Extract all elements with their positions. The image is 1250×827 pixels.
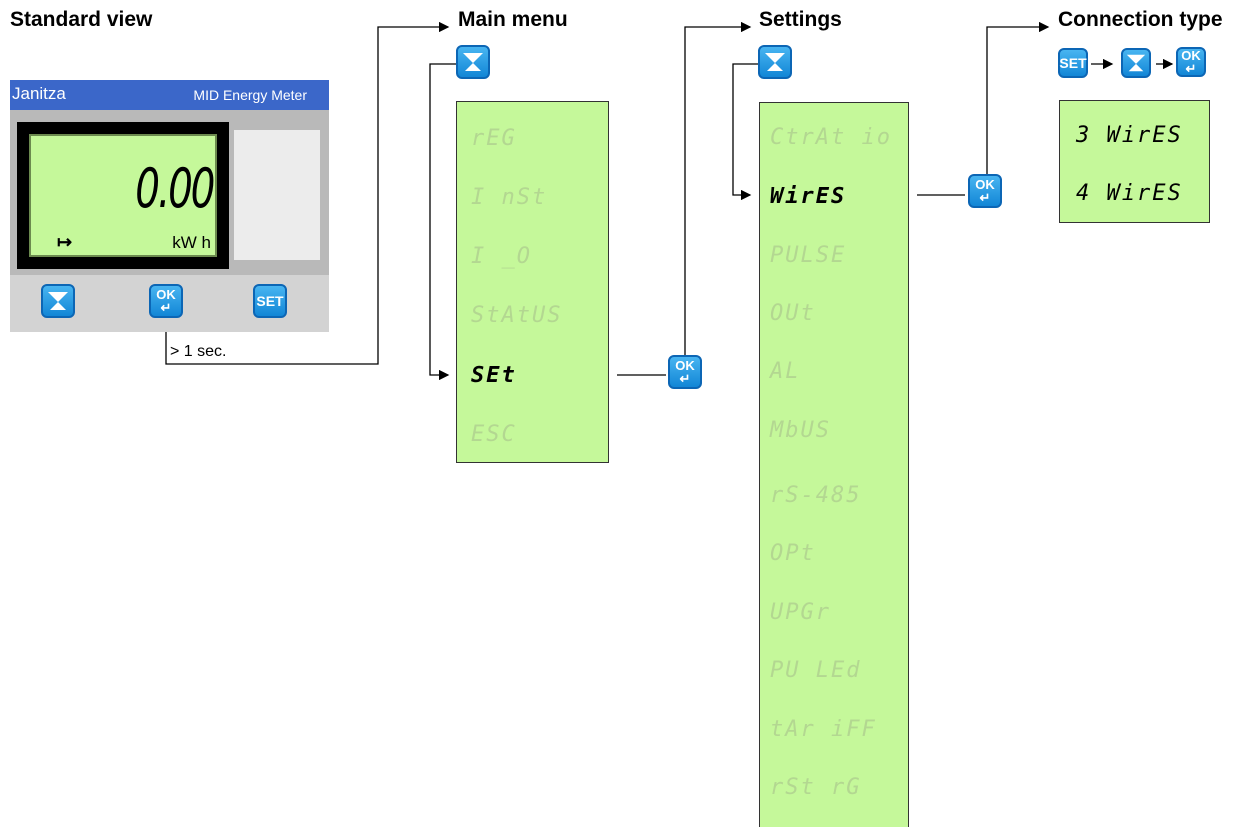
settings-down-button[interactable]	[758, 45, 792, 79]
main-menu-item-reg[interactable]: rEG	[471, 126, 517, 151]
main-menu-panel: rEG I nSt I _O StAtUS SEt ESC	[456, 101, 609, 463]
main-menu-ok-button[interactable]: OK ↵	[668, 355, 702, 389]
settings-item-rs485[interactable]: rS-485	[770, 483, 862, 508]
sequence-ok-button[interactable]: OK ↵	[1176, 47, 1206, 77]
enter-icon: ↵	[679, 370, 691, 386]
meter-product: MID Energy Meter	[193, 87, 307, 103]
hold-duration-note: > 1 sec.	[170, 343, 227, 360]
ok-label: OK	[975, 176, 995, 192]
enter-icon: ↵	[979, 189, 991, 205]
main-menu-item-set[interactable]: SEt	[471, 363, 517, 388]
enter-icon: ↵	[1185, 60, 1197, 76]
meter-set-button[interactable]: SET	[253, 284, 287, 318]
meter-unit: kW h	[172, 233, 211, 252]
down-arrow-icon	[48, 292, 68, 310]
settings-item-upgr[interactable]: UPGr	[770, 600, 831, 625]
connector-ok-to-connection	[986, 21, 1050, 174]
settings-item-opt[interactable]: OPt	[770, 541, 816, 566]
down-arrow-icon	[1126, 54, 1146, 72]
ok-label: OK	[1181, 47, 1201, 63]
heading-main-menu: Main menu	[458, 8, 568, 31]
meter-body: 0.00 ↦ kW h	[10, 110, 329, 275]
main-menu-item-status[interactable]: StAtUS	[471, 303, 563, 328]
set-label: SET	[1059, 55, 1087, 71]
enter-icon: ↵	[160, 299, 172, 315]
down-arrow-icon	[463, 53, 483, 71]
main-menu-item-esc[interactable]: ESC	[471, 422, 517, 447]
connector-meter-to-main-menu	[165, 21, 450, 365]
settings-item-pulse[interactable]: PULSE	[770, 243, 847, 268]
meter-side-panel	[234, 130, 320, 260]
energy-direction-icon: ↦	[57, 232, 73, 252]
main-menu-item-inst[interactable]: I nSt	[471, 185, 548, 210]
settings-item-tariff[interactable]: tAr iFF	[770, 717, 877, 742]
meter-brand: Janitza	[12, 84, 66, 103]
ok-label: OK	[675, 357, 695, 373]
connector-main-down-to-set	[429, 63, 456, 381]
settings-ok-button[interactable]: OK ↵	[968, 174, 1002, 208]
sequence-set-button[interactable]: SET	[1058, 48, 1088, 78]
settings-item-out[interactable]: OUt	[770, 301, 816, 326]
connection-item-3-wires[interactable]: 3 WirES	[1076, 123, 1183, 148]
connection-type-panel: 3 WirES 4 WirES	[1059, 100, 1210, 223]
meter-header: Janitza MID Energy Meter	[10, 80, 329, 110]
connector-settings-down-to-wires	[732, 63, 758, 201]
meter-reading: 0.00	[135, 157, 215, 220]
heading-settings: Settings	[759, 8, 842, 31]
connector-ok-to-settings	[684, 21, 752, 355]
down-arrow-icon	[765, 53, 785, 71]
settings-item-mbus[interactable]: MbUS	[770, 418, 831, 443]
meter-display-frame: 0.00 ↦ kW h	[17, 122, 229, 269]
connection-item-4-wires[interactable]: 4 WirES	[1076, 181, 1183, 206]
meter-ok-button[interactable]: OK ↵	[149, 284, 183, 318]
meter-display: 0.00 ↦ kW h	[29, 134, 217, 257]
set-label: SET	[256, 293, 284, 309]
settings-item-ctratio[interactable]: CtrAt io	[770, 125, 892, 150]
meter-down-button[interactable]	[41, 284, 75, 318]
settings-item-al[interactable]: AL	[770, 359, 801, 384]
heading-standard-view: Standard view	[10, 8, 153, 31]
ok-label: OK	[156, 286, 176, 302]
settings-item-wires[interactable]: WirES	[770, 184, 847, 209]
sequence-down-button[interactable]	[1121, 48, 1151, 78]
main-menu-item-io[interactable]: I _O	[471, 244, 532, 269]
heading-connection-type: Connection type	[1058, 8, 1223, 31]
settings-item-pu-led[interactable]: PU LEd	[770, 658, 862, 683]
main-menu-down-button[interactable]	[456, 45, 490, 79]
settings-panel: CtrAt io WirES PULSE OUt AL MbUS rS-485 …	[759, 102, 909, 827]
settings-item-rst-rg[interactable]: rSt rG	[770, 775, 862, 800]
